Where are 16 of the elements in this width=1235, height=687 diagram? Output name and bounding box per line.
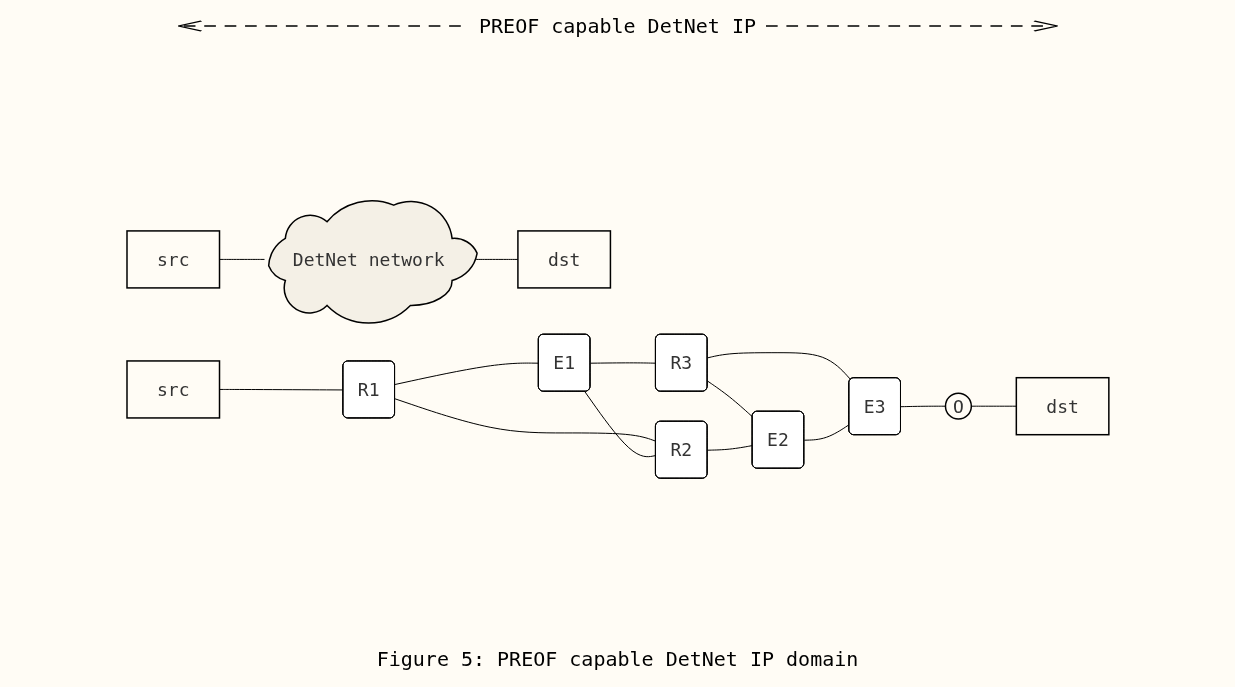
- caption: Figure 5: PREOF capable DetNet IP domain: [376, 647, 859, 671]
- span-label: PREOF capable DetNet IP: [478, 14, 757, 38]
- connector: [589, 362, 656, 364]
- node-box: dst: [516, 230, 611, 289]
- connector: [706, 445, 753, 451]
- connector: [706, 380, 753, 418]
- connector: [706, 352, 851, 381]
- node-circle: O: [944, 392, 972, 420]
- connector: [900, 405, 946, 408]
- node-box: src: [125, 360, 220, 419]
- connector: [803, 424, 850, 441]
- connector: [394, 398, 656, 442]
- connector: [583, 391, 656, 458]
- connector: [394, 362, 539, 385]
- node-box: dst: [1015, 376, 1110, 436]
- node-box: src: [125, 230, 220, 289]
